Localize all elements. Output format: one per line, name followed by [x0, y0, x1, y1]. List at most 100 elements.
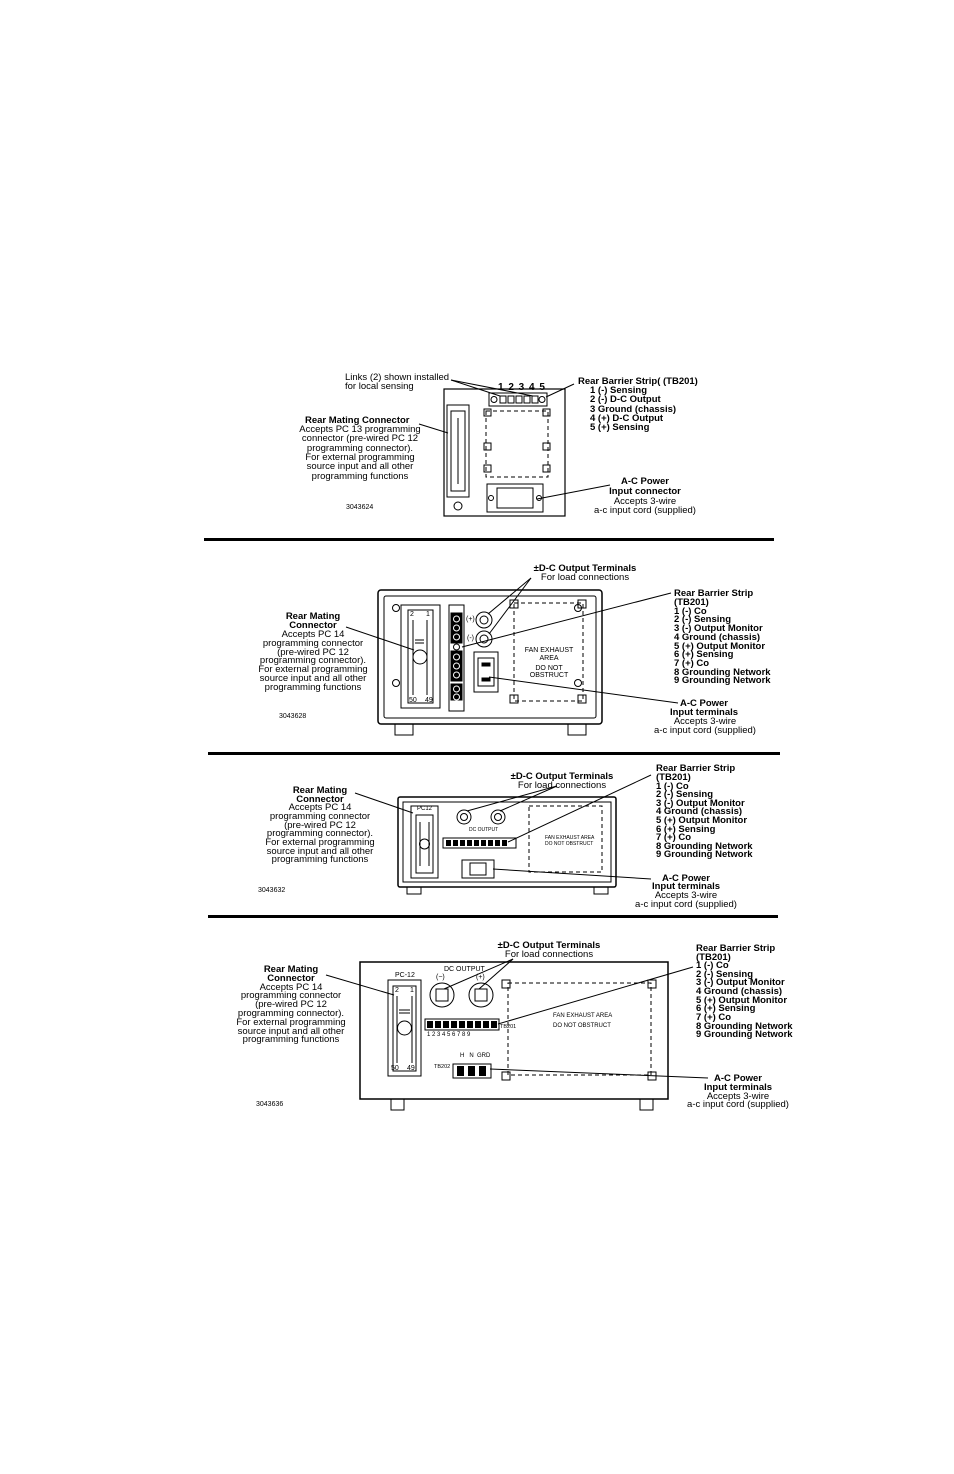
- fig1-mating-desc-1: Accepts PC 13 programming: [299, 424, 421, 435]
- fig2-unit: [345, 577, 679, 736]
- fig4-tb201-label: TB201: [500, 1024, 517, 1030]
- fig4-barrier-item-8: 8 Grounding Network: [696, 1021, 793, 1032]
- fig4-tb202-labels: H N GRD: [460, 1053, 491, 1059]
- divider-2: [208, 752, 780, 755]
- fig2-mating-desc-2: programming connector: [262, 638, 364, 649]
- fig2-power-title-2: Input terminals: [669, 707, 739, 718]
- fig4-mating-title-1: Rear Mating: [263, 964, 319, 975]
- fig2-panel-text-2: AREA: [539, 655, 559, 662]
- fig4-power-title-2: Input terminals: [703, 1082, 773, 1093]
- fig1-barrier-item-4: 4 (+) D-C Output: [590, 413, 664, 424]
- fig2-pin-49: 49: [425, 697, 433, 704]
- fig4-panel-text-2: DO NOT OBSTRUCT: [553, 1023, 611, 1029]
- fig4-power-title-1: A-C Power: [713, 1073, 763, 1084]
- fig3-barrier-item-2: 2 (-) Sensing: [656, 789, 714, 800]
- fig1-terminal-numbers: 1 2 3 4 5: [498, 382, 546, 393]
- fig4-code: 3043636: [256, 1101, 284, 1108]
- fig1-mating-desc-6: programming functions: [311, 471, 409, 482]
- fig2-barrier-item-8: 8 Grounding Network: [674, 667, 771, 678]
- fig2-barrier-title-2: (TB201): [674, 597, 709, 608]
- fig2-barrier-item-6: 6 (+) Sensing: [674, 649, 734, 660]
- fig4-power-desc-1: Accepts 3-wire: [706, 1091, 770, 1102]
- fig4-barrier-item-3: 3 (-) Output Monitor: [696, 977, 785, 988]
- fig4-mating-desc-3: (pre-wired PC 12: [255, 999, 327, 1010]
- fig4-output-desc: For load connections: [504, 949, 594, 960]
- fig4-minus-label: (−): [436, 974, 445, 981]
- fig2-panel-text-4: OBSTRUCT: [529, 672, 569, 679]
- fig3-panel-text-2: DO NOT OBSTRUCT: [545, 841, 594, 847]
- fig3-barrier-item-6: 6 (+) Sensing: [656, 824, 716, 835]
- fig4-pin-49: 49: [407, 1065, 415, 1072]
- fig3-mating-title-1: Rear Mating: [292, 785, 348, 796]
- fig3-mating-desc-1: Accepts PC 14: [288, 802, 352, 813]
- fig1-barrier-item-3: 3 Ground (chassis): [590, 404, 677, 415]
- fig1-links-label-2: for local sensing: [345, 381, 414, 392]
- fig3-unit: [354, 774, 652, 895]
- fig2-mating-connector: [400, 604, 441, 709]
- fig4-barrier-title-2: (TB201): [696, 952, 731, 963]
- fig3-power-title-1: A-C Power: [661, 873, 711, 884]
- fig2-panel-text-1: FAN EXHAUST: [524, 647, 574, 654]
- fig2-barrier-item-2: 2 (-) Sensing: [674, 614, 732, 625]
- fig1-power-desc-2: a-c input cord (supplied): [594, 505, 696, 516]
- fig1-links-label-1: Links (2) shown installed: [345, 372, 450, 383]
- fig2-plus-label: (+): [466, 616, 475, 623]
- fig2-output-desc: For load connections: [540, 572, 630, 583]
- fig2-plus-terminal: [475, 611, 493, 629]
- fig3-barrier-item-3: 3 (-) Output Monitor: [656, 798, 745, 809]
- fig1-barrier-item-5: 5 (+) Sensing: [590, 422, 650, 433]
- fig3-output-title: ±D-C Output Terminals: [510, 771, 614, 782]
- fig2-barrier-strip: [448, 604, 465, 712]
- fig1-mating-title: Rear Mating Connector: [305, 415, 410, 426]
- fig4-connector-label: PC-12: [395, 972, 415, 979]
- fig4-mating-desc-6: source input and all other: [237, 1026, 345, 1037]
- fig2-barrier-item-1: 1 (-) Co: [674, 606, 707, 617]
- fig2-mating-desc-1: Accepts PC 14: [281, 629, 345, 640]
- fig4-barrier-item-6: 6 (+) Sensing: [696, 1003, 756, 1014]
- fig4-pin-50: 50: [391, 1065, 399, 1072]
- fig4-mating-desc-4: programming connector).: [237, 1008, 345, 1019]
- fig2-mating-title-2: Connector: [289, 620, 337, 631]
- fig1-mating-connector: [446, 404, 470, 498]
- fig4-barrier-item-7: 7 (+) Co: [696, 1012, 732, 1023]
- fig2-power-desc-1: Accepts 3-wire: [673, 716, 737, 727]
- fig3-barrier-item-5: 5 (+) Output Monitor: [656, 815, 748, 826]
- fig2-mating-desc-5: For external programming: [258, 664, 368, 675]
- fig2-power-title-1: A-C Power: [679, 698, 729, 709]
- fig4-mating-desc-1: Accepts PC 14: [259, 982, 323, 993]
- fig3-barrier-item-4: 4 Ground (chassis): [656, 806, 743, 817]
- fig4-mating-title-2: Connector: [267, 973, 315, 984]
- fig2-barrier-item-5: 5 (+) Output Monitor: [674, 641, 766, 652]
- fig2-barrier-item-7: 7 (+) Co: [674, 658, 710, 669]
- fig4-barrier-item-4: 4 Ground (chassis): [696, 986, 783, 997]
- fig3-barrier-title-2: (TB201): [656, 772, 691, 783]
- fig4-output-title: ±D-C Output Terminals: [497, 940, 601, 951]
- fig4-barrier-item-1: 1 (-) Co: [696, 960, 729, 971]
- fig3-code: 3043632: [258, 887, 286, 894]
- fig3-mating-desc-5: For external programming: [265, 837, 375, 848]
- fig3-power-desc-2: a-c input cord (supplied): [635, 899, 737, 910]
- fig3-output-desc: For load connections: [517, 780, 607, 791]
- fig4-barrier-title-1: Rear Barrier Strip: [696, 943, 776, 954]
- fig2-ac-connector: [473, 651, 499, 693]
- fig3-mating-connector: [410, 805, 439, 879]
- fig3-connector-label: PC12: [417, 806, 433, 812]
- fig3-barrier-item-8: 8 Grounding Network: [656, 841, 753, 852]
- fig4-tb202-label: TB202: [434, 1064, 451, 1070]
- divider-1: [204, 538, 774, 541]
- fig2-mating-desc-7: programming functions: [264, 682, 362, 693]
- fig4-mating-desc-7: programming functions: [242, 1034, 340, 1045]
- fig3-barrier-item-1: 1 (-) Co: [656, 781, 689, 792]
- fig1-mating-desc-5: source input and all other: [306, 461, 414, 472]
- fig4-mating-desc-5: For external programming: [236, 1017, 346, 1028]
- fig4-tb202-strip: [452, 1063, 492, 1079]
- fig4-terminal-numbers: 1 2 3 4 5 6 7 8 9: [427, 1032, 471, 1038]
- fig3-dc-output: DC OUTPUT: [469, 827, 499, 833]
- fig3-mating-desc-4: programming connector).: [266, 828, 374, 839]
- fig1-unit: [418, 379, 611, 517]
- fig3-mating-desc-3: (pre-wired PC 12: [284, 820, 356, 831]
- fig4-barrier-item-9: 9 Grounding Network: [696, 1029, 793, 1040]
- fig4-barrier-item-2: 2 (-) Sensing: [696, 969, 754, 980]
- fig4-dc-output: DC OUTPUT: [444, 966, 485, 973]
